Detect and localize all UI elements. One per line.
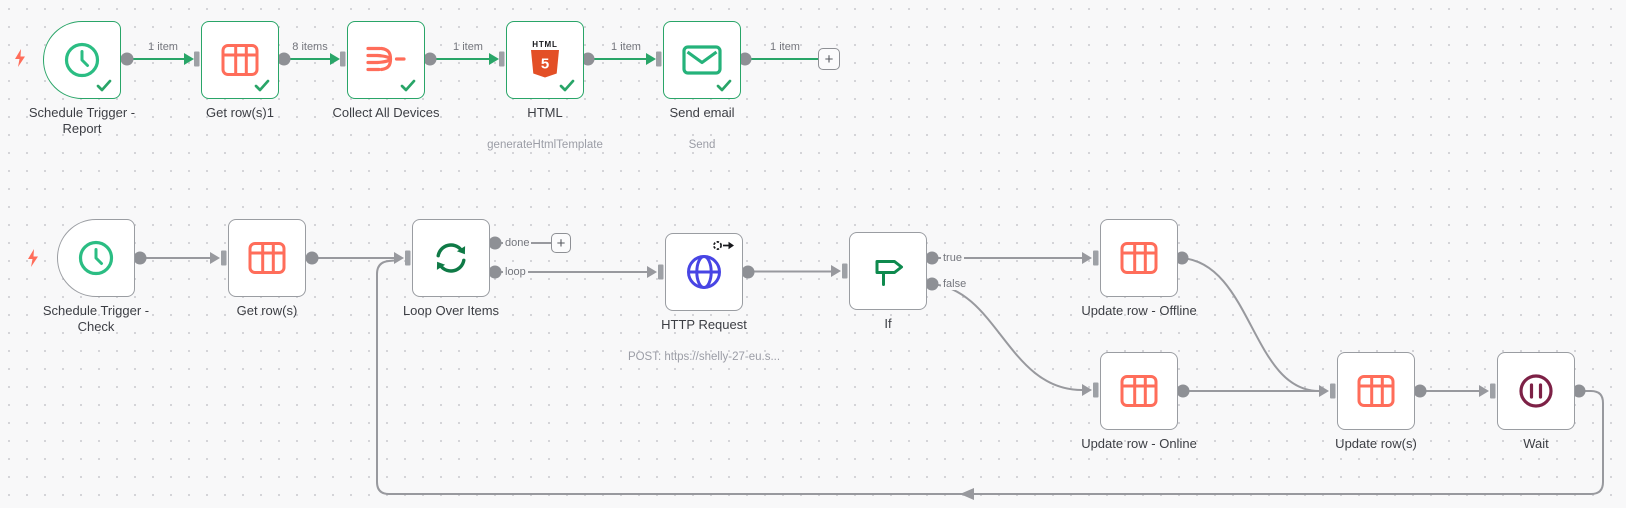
node-label: Send email: [669, 105, 735, 120]
node-box: [201, 21, 279, 99]
node-subtitle: POST: https://shelly-27-eu.s...: [627, 351, 781, 363]
node-box: [665, 233, 743, 311]
table-icon: [1356, 374, 1396, 408]
node-label: Wait: [1523, 436, 1549, 451]
node-label: Update row(s): [1335, 436, 1417, 451]
clock-icon: [61, 39, 103, 81]
node-http-request[interactable]: HTTP Request POST: https://shelly-27-eu.…: [628, 233, 780, 363]
envelope-icon: [681, 44, 723, 76]
table-icon: [247, 241, 287, 275]
node-subtitle: Send: [688, 139, 716, 151]
node-label: If: [884, 316, 892, 331]
node-update-rows[interactable]: Update row(s): [1335, 352, 1417, 451]
tool-badge-icon: [712, 239, 736, 252]
node-box: [228, 219, 306, 297]
connection-if-false-online[interactable]: [931, 283, 1083, 391]
node-box: [1337, 352, 1415, 430]
node-label: HTTP Request: [661, 317, 747, 332]
add-node-button[interactable]: +: [818, 48, 840, 70]
success-check-icon: [400, 79, 416, 92]
node-label: Update row - Offline: [1081, 303, 1197, 318]
node-box: [506, 21, 584, 99]
edge-label-items: 1 item: [611, 41, 641, 53]
add-node-button[interactable]: +: [551, 233, 571, 253]
node-label: Schedule Trigger - Report: [28, 105, 136, 136]
node-box: [57, 219, 135, 297]
lightning-icon: [13, 49, 27, 67]
node-if[interactable]: If: [849, 232, 927, 331]
node-box: [1100, 352, 1178, 430]
loop-icon: [430, 237, 472, 279]
node-label: Get row(s): [236, 303, 298, 318]
success-check-icon: [716, 79, 732, 92]
node-box: [663, 21, 741, 99]
table-icon: [1119, 374, 1159, 408]
port-label-true: true: [941, 252, 964, 264]
node-get-rows-1[interactable]: Get row(s)1: [201, 21, 279, 120]
connection-offline-updaterows[interactable]: [1181, 257, 1320, 392]
node-label: Update row - Online: [1081, 436, 1197, 451]
node-label: Schedule Trigger - Check: [42, 303, 150, 334]
plus-icon: +: [556, 234, 566, 252]
node-schedule-trigger-check[interactable]: Schedule Trigger - Check: [43, 219, 149, 334]
node-label: Get row(s)1: [206, 105, 274, 120]
node-schedule-trigger-report[interactable]: Schedule Trigger - Report: [29, 21, 135, 136]
node-html[interactable]: HTML generateHtmlTemplate: [487, 21, 603, 151]
node-box: [43, 21, 121, 99]
pause-icon: [1515, 370, 1557, 412]
node-collect-all-devices[interactable]: Collect All Devices: [333, 21, 439, 120]
node-loop-over-items[interactable]: Loop Over Items: [403, 219, 499, 318]
node-box: [347, 21, 425, 99]
plus-icon: +: [824, 50, 834, 68]
node-box: [849, 232, 927, 310]
edge-label-items: 1 item: [453, 41, 483, 53]
table-icon: [1119, 241, 1159, 275]
edge-label-items: 1 item: [770, 41, 800, 53]
html5-icon: [528, 39, 562, 81]
signpost-icon: [868, 251, 908, 291]
aggregate-icon: [364, 44, 408, 76]
table-icon: [220, 43, 260, 77]
node-wait[interactable]: Wait: [1497, 352, 1575, 451]
globe-icon: [683, 251, 725, 293]
success-check-icon: [96, 79, 112, 92]
success-check-icon: [254, 79, 270, 92]
clock-icon: [75, 237, 117, 279]
node-label: Loop Over Items: [402, 303, 500, 318]
node-update-row-offline[interactable]: Update row - Offline: [1081, 219, 1197, 318]
port-label-loop: loop: [503, 266, 528, 278]
node-get-rows[interactable]: Get row(s): [228, 219, 306, 318]
node-box: [412, 219, 490, 297]
lightning-icon: [26, 249, 40, 267]
connection-wait-loopback[interactable]: [376, 259, 1604, 495]
node-box: [1497, 352, 1575, 430]
node-update-row-online[interactable]: Update row - Online: [1081, 352, 1197, 451]
port-label-done: done: [503, 237, 532, 249]
node-box: [1100, 219, 1178, 297]
node-subtitle: generateHtmlTemplate: [487, 139, 603, 151]
node-label: Collect All Devices: [332, 105, 440, 120]
node-send-email[interactable]: Send email Send: [663, 21, 741, 151]
edge-label-items: 1 item: [148, 41, 178, 53]
success-check-icon: [559, 79, 575, 92]
edge-label-items: 8 items: [292, 41, 328, 53]
port-label-false: false: [941, 278, 969, 290]
node-label: HTML: [527, 105, 563, 120]
